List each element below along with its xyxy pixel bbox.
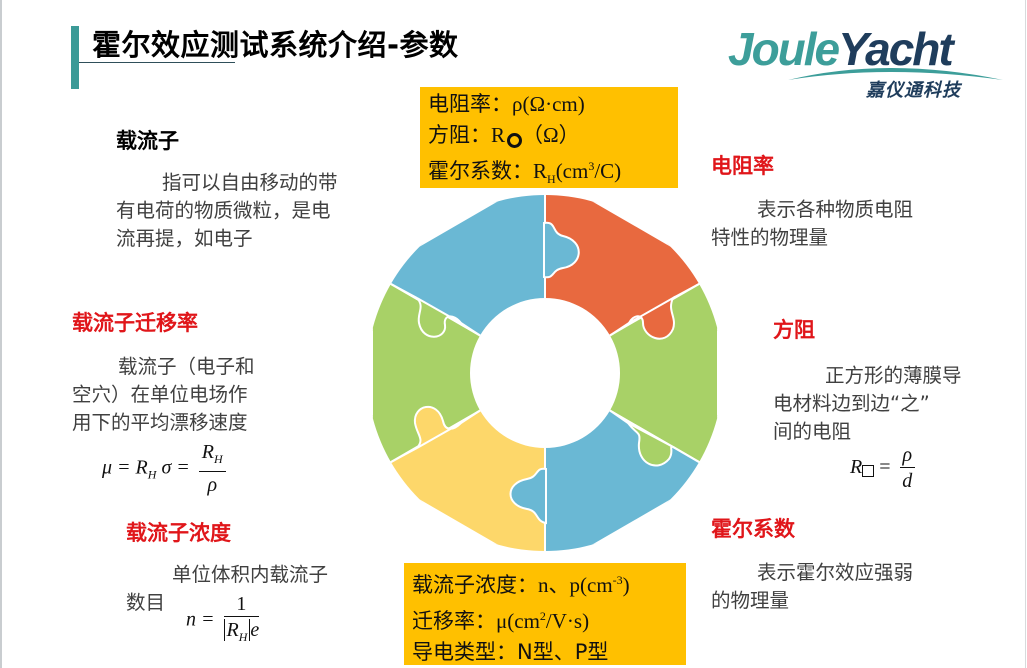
slide-title: 霍尔效应测试系统介绍-参数 [92,28,459,62]
param-unit: (cm [555,159,589,183]
description-line: 特性的物理量 [711,226,829,249]
param-label: 导电类型： [412,640,517,664]
fraction-denominator: ρ [207,474,218,496]
section-description: 正方形的薄膜导 电材料边到边“之” 间的电阻 [773,362,1013,446]
formula-mobility: μ = RH σ = RH ρ [102,440,226,498]
section-carrier-mobility: 载流子迁移率 载流子（电子和 空穴）在单位电场作 用下的平均漂移速度 [72,307,332,437]
slide-right-border [1025,0,1026,668]
square-symbol-icon [507,133,523,148]
description-line: 流再提，如电子 [116,227,253,250]
description-line: 电材料边到边“之” [773,392,930,415]
logo-text-yacht: Yacht [838,23,954,75]
fraction-numerator: R [201,441,215,463]
param-label: 霍尔系数： [428,159,533,183]
param-unit-end: /C) [594,159,622,183]
title-accent-bar [71,26,79,89]
param-value: ρ(Ω·cm) [512,92,585,116]
logo-subtitle: 嘉仪通科技 [866,80,961,101]
param-value: R [533,159,548,183]
logo-swoosh-icon [788,68,1003,80]
section-carrier: 载流子 指可以自由移动的带 有电荷的物质微粒，是电 流再提，如电子 [116,125,386,253]
title-underline [79,62,235,63]
formula-equals: = [879,456,891,479]
description-line: 载流子（电子和 [118,355,255,378]
formula-fraction: RH ρ [198,440,226,498]
param-line-carrier-concentration: 载流子浓度：n、p(cm-3) [412,565,678,601]
section-heading: 载流子迁移率 [72,311,198,335]
section-heading: 载流子 [116,129,179,153]
param-label: 迁移率： [412,609,496,633]
section-resistivity: 电阻率 表示各种物质电阻 特性的物理量 [711,150,971,252]
section-description: 单位体积内载流子 数目 [126,561,386,617]
description-line: 的物理量 [711,589,790,612]
description-line: 有电荷的物质微粒，是电 [116,199,331,222]
param-unit-end: /V·s) [545,609,590,633]
description-line: 表示各种物质电阻 [757,198,914,221]
description-line: 间的电阻 [773,420,852,443]
square-symbol-icon [862,465,875,478]
param-value: μ(cm [496,609,540,633]
param-label: 电阻率： [428,92,512,116]
param-label: 载流子浓度： [412,573,538,597]
param-value: R [491,123,506,147]
param-label: 方阻： [428,123,491,147]
formula-fraction: ρ d [899,443,916,494]
section-heading: 电阻率 [711,154,774,178]
logo-wordmark: JouleYacht [728,22,954,76]
fraction-denominator: d [902,470,913,492]
param-superscript: 2 [539,609,546,623]
description-line: 表示霍尔效应强弱 [757,561,914,584]
description-line: 正方形的薄膜导 [825,364,962,387]
company-logo: JouleYacht 嘉仪通科技 [728,20,1003,102]
param-line-resistivity: 电阻率：ρ(Ω·cm) [428,89,670,120]
fraction-numerator: 1 [223,592,260,617]
parameter-box-bottom: 载流子浓度：n、p(cm-3) 迁移率：μ(cm2/V·s) 导电类型：N型、P… [404,563,686,665]
puzzle-seams [390,195,700,551]
section-hall-coefficient: 霍尔系数 表示霍尔效应强弱 的物理量 [711,513,971,615]
description-line: 指可以自由移动的带 [162,171,338,194]
formula-subscript: H [147,467,157,482]
description-line: 用下的平均漂移速度 [72,411,248,434]
section-heading: 方阻 [773,318,815,342]
parameter-box-top: 电阻率：ρ(Ω·cm) 方阻：R（Ω） 霍尔系数：RH(cm3/C) [420,87,678,188]
fraction-numerator: ρ [899,443,916,468]
puzzle-ring-diagram [370,195,720,552]
formula-lhs: n = [186,608,215,631]
section-carrier-concentration: 载流子浓度 [126,517,386,547]
section-heading: 载流子浓度 [126,521,231,545]
fraction-subscript: H [238,630,248,644]
param-unit-end: ) [622,573,630,597]
formula-sheet-resistance: R = ρ d [850,443,916,494]
section-description: 指可以自由移动的带 有电荷的物质微粒，是电 流再提，如电子 [116,169,386,253]
logo-text-joule: Joule [728,23,840,75]
formula-lhs: μ = R [102,456,148,479]
description-line: 空穴）在单位电场作 [72,383,248,406]
param-line-mobility: 迁移率：μ(cm2/V·s) [412,601,678,637]
section-description: 表示各种物质电阻 特性的物理量 [711,196,971,252]
fraction-subscript: H [214,452,223,466]
param-value: n、p(cm [538,573,613,597]
description-line: 数目 [126,591,166,614]
fraction-e: e [250,619,260,641]
param-unit: （Ω） [522,123,580,147]
param-line-hall-coefficient: 霍尔系数：RH(cm3/C) [428,151,670,195]
param-line-conduction-type: 导电类型：N型、P型 [412,637,678,668]
slide-left-border [0,0,2,668]
param-subscript: H [547,172,556,187]
formula-lhs: R [850,456,863,479]
param-value: N型、P型 [517,640,609,664]
param-superscript: 3 [588,159,595,173]
fraction-r: R [226,619,239,641]
param-line-sheet-resistance: 方阻：R （Ω） [428,120,670,151]
section-description: 载流子（电子和 空穴）在单位电场作 用下的平均漂移速度 [72,353,332,437]
description-line: 单位体积内载流子 [172,563,329,586]
section-sheet-resistance: 方阻 正方形的薄膜导 电材料边到边“之” 间的电阻 [773,314,1013,446]
formula-mid: σ = [161,456,190,479]
section-description: 表示霍尔效应强弱 的物理量 [711,559,971,615]
section-heading: 霍尔系数 [711,517,795,541]
param-superscript: -3 [612,573,623,587]
